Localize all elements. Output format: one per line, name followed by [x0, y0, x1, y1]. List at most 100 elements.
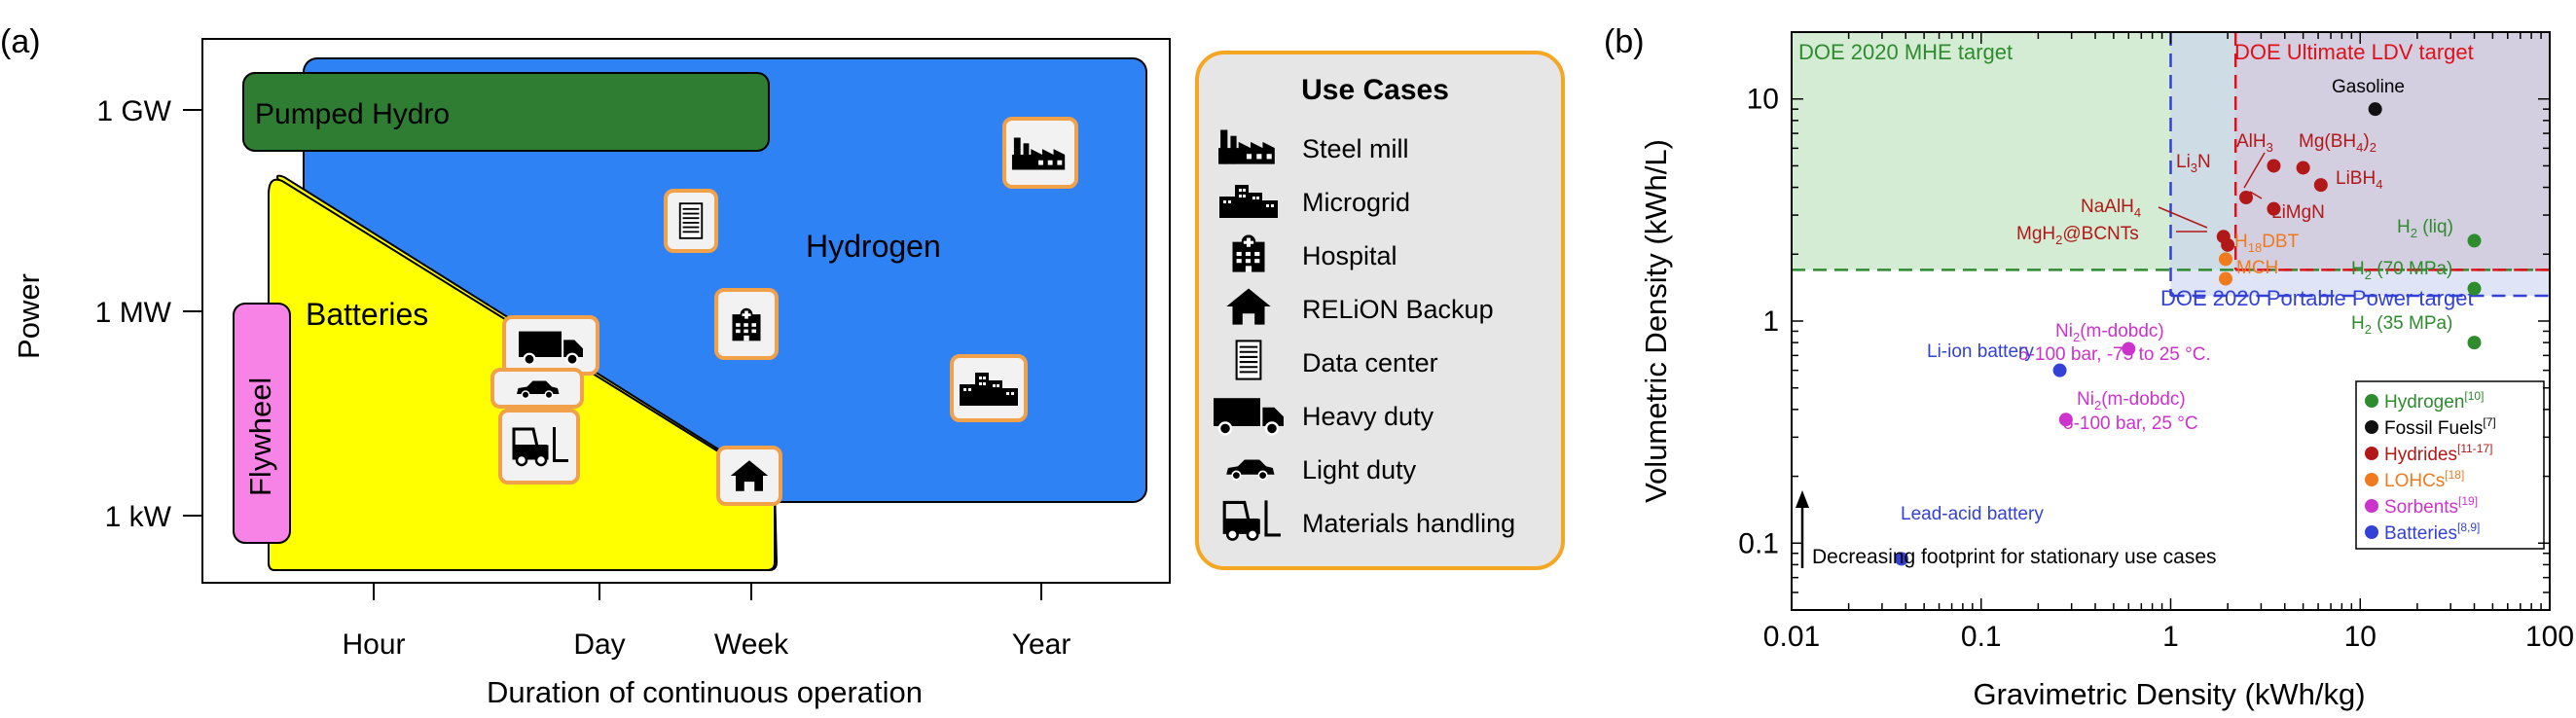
legend-box: [1195, 51, 1565, 570]
legend-item: Data center: [1235, 340, 1438, 380]
point-note: 5-100 bar, 25 °C: [2063, 413, 2198, 434]
legend-marker: [2365, 499, 2378, 513]
legend-item: RELiON Backup: [1226, 288, 1494, 325]
use-case-markers: [490, 117, 1078, 506]
ldv-target-label: DOE Ultimate LDV target: [2234, 40, 2474, 64]
stationary-annotation: Decreasing footprint for stationary use …: [1796, 490, 2217, 568]
x-tick-label: Year: [1012, 628, 1071, 661]
panel-b-x-axis-title: Gravimetric Density (kWh/kg): [1973, 677, 2365, 711]
point-label: Li-ion battery: [1927, 341, 2034, 362]
legend-marker: [2365, 420, 2378, 434]
data-point: [2267, 159, 2281, 173]
legend-item-label: Microgrid: [1302, 188, 1410, 217]
marker-hospital: [714, 288, 779, 360]
point-label: MgH2@BCNTs: [2016, 224, 2139, 247]
marker-light-duty: [490, 368, 584, 409]
region-label-flywheel: Flywheel: [243, 377, 277, 496]
x-tick-label: Day: [573, 628, 625, 661]
y-tick-label: 1 kW: [105, 501, 172, 533]
panel-a-x-axis-title: Duration of continuous operation: [487, 675, 923, 709]
panel-label-b: (b): [1604, 23, 1645, 60]
region-label-batteries: Batteries: [306, 297, 428, 332]
marker-steel-mill: [1002, 117, 1078, 189]
point-label: NaAlH4: [2081, 197, 2141, 220]
panel-b-points: [1894, 102, 2482, 566]
marker-data-center: [664, 189, 718, 253]
panel-label-a: (a): [0, 23, 41, 60]
point-label: Gasoline: [2332, 77, 2405, 97]
portable-target-region: [2170, 32, 2550, 296]
point-label: Ni2(m-dobdc): [2055, 321, 2164, 344]
data-point: [2296, 161, 2310, 175]
annotation-leaders: [2158, 152, 2266, 233]
point-label: LiMgN: [2271, 202, 2325, 223]
data-point: [2313, 178, 2328, 193]
legend-entry: Batteries[8,9]: [2384, 521, 2480, 544]
legend-marker: [2365, 473, 2378, 486]
panel-b-y-axis-title: Volumetric Density (kWh/L): [1639, 139, 1673, 503]
data-point: [2238, 191, 2253, 205]
data-point: [2467, 233, 2482, 248]
panel-b-point-labels: Gasoline AlH3 Mg(BH4)2 Li3N LiBH4 LiMgN …: [1901, 77, 2453, 524]
legend-item: Heavy duty: [1212, 396, 1434, 436]
point-label: Lead-acid battery: [1901, 504, 2044, 524]
legend-entry: Hydrogen[10]: [2384, 389, 2484, 413]
point-label: AlH3: [2236, 131, 2273, 155]
marker-relion-backup: [716, 446, 782, 506]
leader-line-li3n: [2243, 152, 2266, 189]
legend-item-label: Materials handling: [1302, 509, 1515, 538]
data-point: [2467, 281, 2482, 296]
region-label-pumped-hydro: Pumped Hydro: [255, 98, 450, 130]
point-label: H18DBT: [2234, 232, 2300, 255]
x-tick-label: 10: [2344, 621, 2376, 653]
legend-item: Steel mill: [1218, 129, 1409, 164]
panel-a-y-ticks: 1 GW 1 MW 1 kW: [95, 95, 202, 533]
y-tick-label: 1 MW: [95, 297, 172, 329]
arrow-head-icon: [1796, 490, 1809, 508]
data-point: [2218, 271, 2232, 286]
marker-microgrid: [950, 354, 1028, 422]
point-label: LiBH4: [2336, 168, 2382, 192]
legend-item-label: Data center: [1302, 348, 1438, 377]
server-icon: [1235, 340, 1262, 380]
panel-a-y-axis-title: Power: [12, 273, 46, 359]
point-label: H2 (70 MPa): [2351, 259, 2452, 282]
y-tick-label: 0.1: [1738, 527, 1779, 559]
data-point: [2221, 237, 2235, 252]
panel-a-x-ticks: Hour Day Week Year: [342, 583, 1070, 661]
data-point: [2218, 252, 2232, 267]
data-point: [2058, 413, 2073, 427]
portable-target-label: DOE 2020 Portable Power target: [2160, 286, 2474, 310]
panel-b-target-regions: [1792, 32, 2550, 298]
server-icon: [678, 201, 704, 240]
legend-item: Light duty: [1225, 455, 1417, 485]
marker-materials-handling: [498, 409, 580, 485]
data-point: [2368, 102, 2382, 117]
data-point: [2122, 341, 2136, 356]
legend-box: [2355, 380, 2545, 550]
x-tick-label: 1: [2162, 621, 2179, 653]
legend-entry: Hydrides[11-17]: [2384, 442, 2492, 465]
x-tick-label: Hour: [342, 628, 405, 661]
legend-marker: [2365, 394, 2378, 408]
point-label: Ni2(m-dobdc): [2077, 389, 2186, 413]
data-point: [2467, 336, 2482, 350]
legend-item-label: Light duty: [1302, 455, 1417, 485]
y-tick-label: 10: [1747, 84, 1779, 116]
legend-entry: Sorbents[19]: [2384, 494, 2478, 518]
y-tick-label: 1 GW: [96, 95, 171, 127]
x-tick-label: 0.1: [1961, 621, 2002, 653]
y-tick-label: 1: [1762, 305, 1779, 338]
point-label: Mg(BH4)2: [2299, 131, 2376, 155]
use-cases-legend: Use Cases Steel mill Microgrid Hospital …: [1195, 51, 1565, 570]
data-point: [2052, 363, 2067, 377]
data-point: [2267, 201, 2281, 216]
flywheel-region: [233, 303, 291, 544]
panel-b-legend: Hydrogen[10]Fossil Fuels[7]Hydrides[11-1…: [2355, 380, 2545, 550]
legend-title: Use Cases: [1301, 74, 1449, 106]
point-note: 5-100 bar, -75 to 25 °C.: [2018, 344, 2211, 365]
legend-item: Microgrid: [1219, 185, 1410, 218]
point-label: MCH: [2236, 258, 2278, 278]
